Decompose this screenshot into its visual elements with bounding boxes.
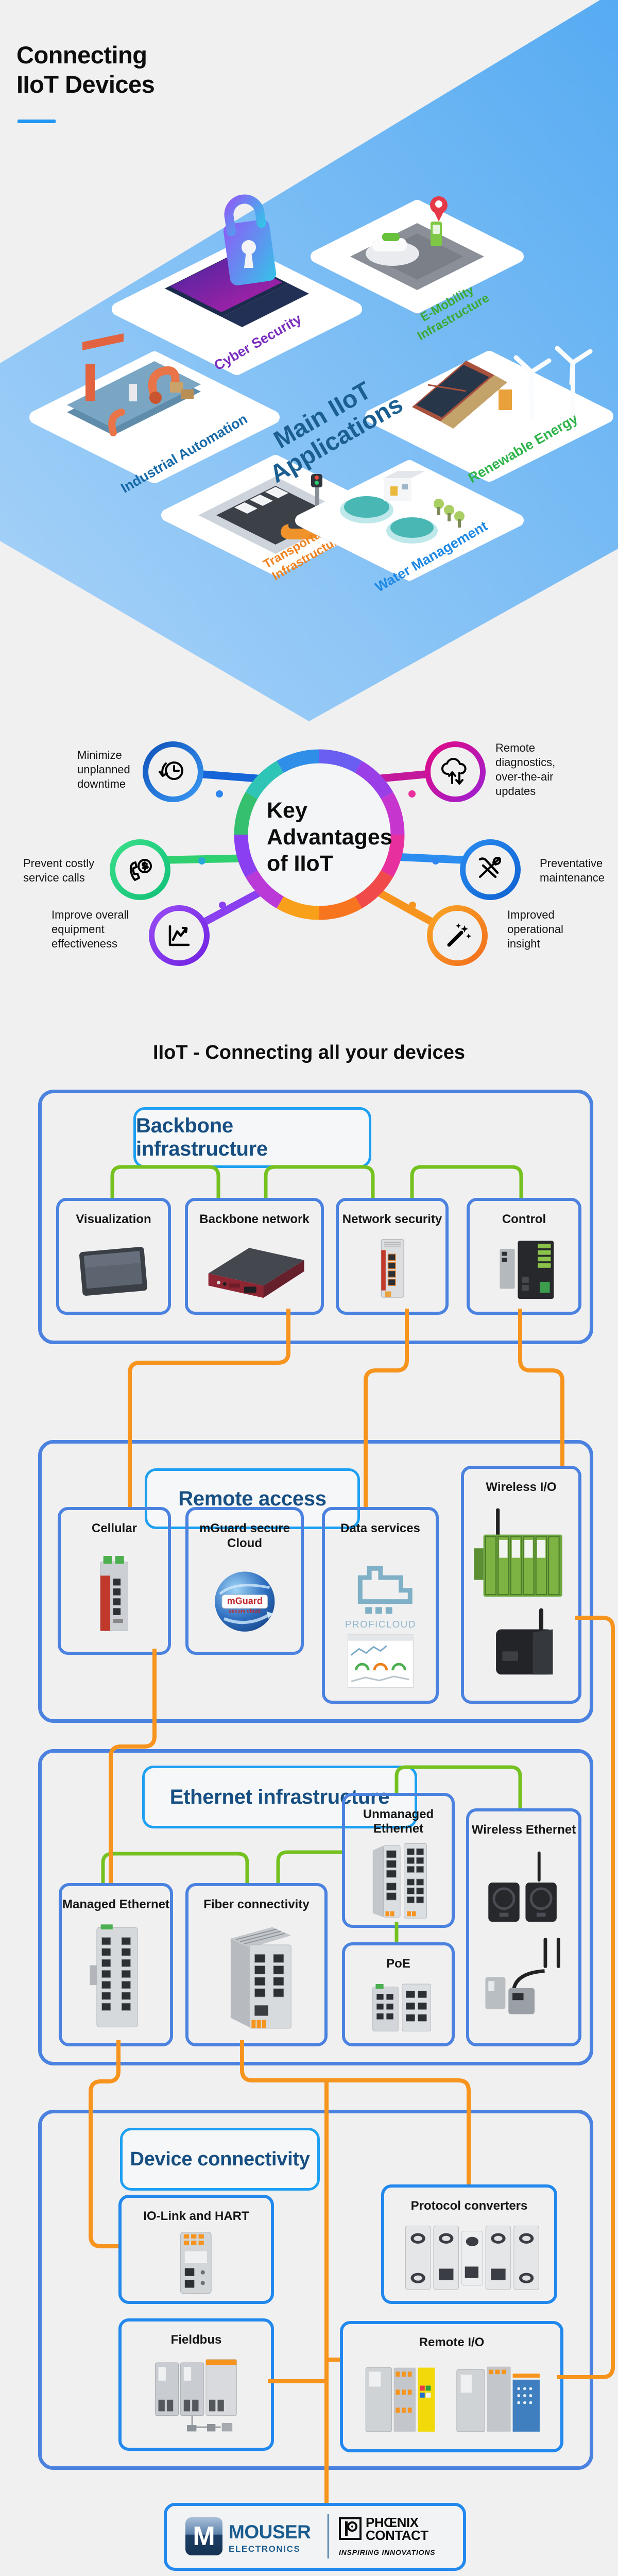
proficloud-logo-text: PROFICLOUD [345, 1619, 416, 1630]
section-backbone-infrastructure: Backbone infrastructure [38, 1090, 593, 1344]
tile-e-mobility: E-Mobility Infrastructure [311, 196, 524, 343]
tile-renewable-energy: Renewable Energy [365, 346, 613, 486]
product-box-remote-io: Remote I/O [340, 2321, 563, 2452]
tile-water-management: Water Management [295, 460, 524, 595]
solar-wind-art [412, 346, 593, 429]
advantage-circle-service-calls [110, 839, 170, 900]
partner-logo-box: M MOUSER ELECTRONICS PHŒNIX CONTACT INSP… [164, 2503, 466, 2571]
label-prevent-service-calls: Prevent costly service calls [23, 857, 95, 884]
remote-io-device-image [365, 2366, 540, 2432]
history-clock-icon [159, 761, 183, 780]
magic-wand-icon [447, 923, 471, 947]
product-box-wireless-ethernet: Wireless Ethernet [466, 1808, 581, 2046]
mouser-initial: M [193, 2521, 215, 2551]
key-advantages-graphic [165, 749, 466, 925]
product-box-poe: PoE [342, 1942, 455, 2046]
product-box-network-security: Network security [336, 1198, 449, 1315]
line-chart-icon [168, 925, 190, 946]
laptop-lock-art [165, 194, 309, 327]
factory-robot-art [67, 333, 201, 436]
label-minimize-downtime: Minimize unplanned downtime [77, 749, 130, 790]
wireless-ethernet-device-image [485, 1851, 561, 2014]
water-plant-art [340, 471, 465, 544]
product-box-protocol-converters: Protocol converters [381, 2184, 557, 2304]
phoenix-wordmark: PHŒNIX CONTACT [366, 2515, 428, 2543]
iolink-device-image [180, 2231, 212, 2294]
mguard-cloud-image: mGuard secure cloud [214, 1571, 275, 1632]
phoenix-contact-logo-icon [339, 2517, 362, 2540]
unmanaged-ethernet-device-image [372, 1843, 427, 1919]
backbone-network-device-image [208, 1247, 304, 1298]
product-box-cellular: Cellular [58, 1507, 171, 1655]
product-box-iolink-hart: IO-Link and HART [118, 2195, 274, 2304]
phoenix-tagline: INSPIRING INNOVATIONS [339, 2548, 436, 2556]
service-call-icon [129, 859, 152, 881]
advantage-circle-remote-diagnostics [425, 741, 486, 802]
diagram-heading: IIoT - Connecting all your devices [153, 1042, 465, 1063]
proficloud-logo-image: PROFICLOUD [345, 1566, 416, 1688]
product-box-data-services: Data services PROFICLOUD [322, 1507, 439, 1704]
page-title: Connecting IIoT Devices [16, 41, 155, 98]
product-box-fieldbus: Fieldbus [118, 2318, 274, 2451]
cloud-update-icon [441, 758, 467, 785]
mguard-logo-text: mGuard [227, 1596, 262, 1606]
product-box-control: Control [467, 1198, 581, 1315]
label-preventative-maintenance: Preventative maintenance [540, 857, 605, 884]
control-device-image [500, 1240, 554, 1299]
label-remote-diagnostics: Remote diagnostics, over-the-air updates [495, 741, 556, 798]
wireless-io-device-image [474, 1508, 562, 1674]
rainbow-ring [234, 749, 405, 920]
product-box-managed-ethernet: Managed Ethernet [59, 1883, 173, 2046]
ring-inner-disc [248, 764, 390, 906]
section-title-device-connectivity: Device connectivity [120, 2128, 320, 2191]
product-box-backbone-network: Backbone network [185, 1198, 324, 1315]
fiber-connectivity-device-image [230, 1927, 291, 2028]
street-crossing-art [198, 474, 353, 554]
advantage-circle-operational-insight [427, 905, 488, 966]
managed-ethernet-device-image [90, 1924, 138, 2027]
mouser-logo-icon: M [185, 2517, 222, 2555]
protocol-converters-device-image [405, 2225, 540, 2290]
advantage-circle-equipment-effectiveness [149, 905, 210, 966]
section-title-backbone: Backbone infrastructure [133, 1107, 371, 1168]
fieldbus-device-image [154, 2359, 237, 2431]
poe-device-image [372, 1984, 431, 2031]
crossed-tools-icon [478, 857, 501, 878]
mouser-wordmark: MOUSER ELECTRONICS [229, 2521, 311, 2554]
tile-transportation: Transportation Infrastructure [161, 455, 390, 583]
product-box-unmanaged-ethernet: Unmanaged Ethernet [342, 1793, 455, 1928]
label-operational-insight: Improved operational insight [507, 908, 563, 950]
blue-diagonal-band [0, 0, 618, 721]
mguard-logo-subtext: secure cloud [229, 1608, 261, 1614]
advantages-title: Key Advantages of IIoT [267, 798, 392, 876]
hero-illustration: Cyber Security E-Mobility Infrastructure [0, 0, 618, 721]
network-security-device-image [381, 1239, 405, 1298]
advantage-circle-downtime [143, 741, 203, 802]
product-box-wireless-io: Wireless I/O [461, 1466, 581, 1704]
title-underline [18, 120, 56, 123]
product-box-visualization: Visualization [56, 1198, 171, 1315]
logo-divider [328, 2514, 329, 2558]
ev-charging-art [350, 196, 484, 290]
product-box-fiber-connectivity: Fiber connectivity [185, 1883, 328, 2046]
label-equipment-effectiveness: Improve overall equipment effectiveness [52, 908, 129, 950]
connector-dots [198, 790, 439, 909]
visualization-device-image [79, 1246, 148, 1296]
advantage-circle-preventative-maintenance [460, 839, 521, 900]
cellular-device-image [100, 1555, 129, 1631]
product-box-mguard-cloud: mGuard secure Cloud mGuard secure cloud [185, 1507, 304, 1655]
advantage-stems [165, 770, 466, 925]
